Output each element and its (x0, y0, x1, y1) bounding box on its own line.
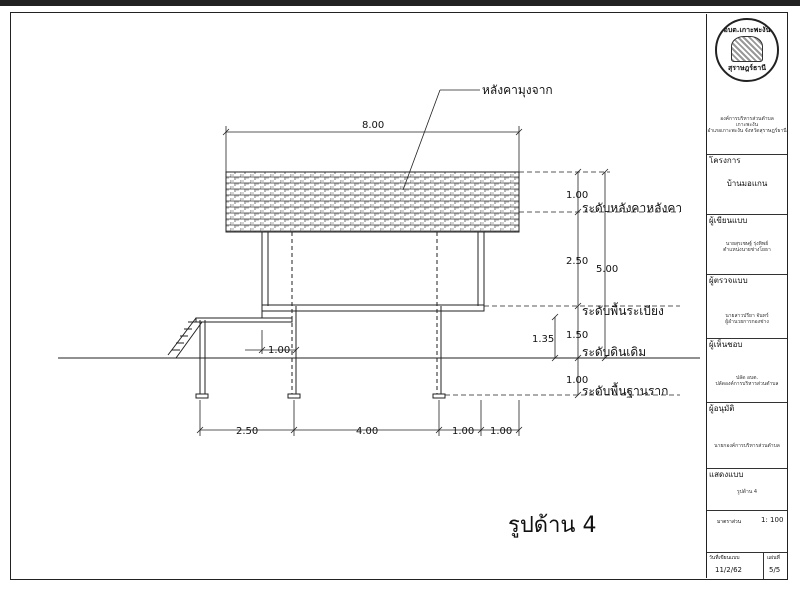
title-block: อบต.เกาะพะงัน สุราษฎร์ธานี องค์การบริหาร… (706, 14, 787, 579)
step-width-dimension (245, 330, 300, 354)
designer-section: ผู้เขียนแบบ นายสุรเชษฐ์ รุ่งทิพย์ ตำแหน่… (707, 214, 787, 274)
bottom-a-label: 2.50 (236, 426, 258, 437)
total-height-label: 5.00 (596, 264, 618, 275)
footing-depth-label: 1.00 (566, 375, 588, 386)
proposer-section: ผู้เห็นชอบ ปลัด อบต. ปลัดองค์การบริหารส่… (707, 338, 787, 402)
step-width-label: 1.00 (268, 345, 290, 356)
deck-height-label: 1.35 (532, 334, 554, 345)
bottom-b-label: 4.00 (356, 426, 378, 437)
approver-section: ผู้อนุมัติ นายกองค์การบริหารส่วนตำบล (707, 402, 787, 468)
proposer-line-2: ปลัดองค์การบริหารส่วนตำบล (715, 381, 779, 387)
designer-header: ผู้เขียนแบบ (709, 216, 748, 225)
roof-level-label: ระดับหลังคาหลังคา (582, 201, 682, 215)
project-name: บ้านมอแกน (726, 179, 768, 188)
top-border-bar (0, 0, 800, 6)
roof-material-label: หลังคามุงจาก (482, 83, 553, 98)
checker-section: ผู้ตรวจแบบ นายสาวปรียา จันทร์ ผู้อำนวยกา… (707, 274, 787, 338)
logo-text-bottom: สุราษฎร์ธานี (727, 64, 767, 72)
roof-leader (402, 89, 480, 191)
logo-text-top: อบต.เกาะพะงัน (723, 26, 771, 34)
roof-width-dimension (222, 126, 523, 172)
scale-section: มาตราส่วน 1: 100 (707, 510, 787, 532)
approver-header: ผู้อนุมัติ (709, 404, 735, 413)
date-sheet-section: วันที่เขียนแบบ แผ่นที่ 11/2/62 5/5 (707, 552, 787, 579)
checker-line-2: ผู้อำนวยการกองช่าง (725, 319, 769, 325)
sheet-no-label: แผ่นที่ (767, 555, 780, 561)
checker-header: ผู้ตรวจแบบ (709, 276, 748, 285)
date-value: 11/2/62 (715, 566, 742, 574)
roof-height-label: 1.00 (566, 190, 588, 201)
posts (199, 232, 485, 395)
logo-emblem-icon (731, 36, 763, 62)
drawing-title: รูปด้าน 4 (508, 513, 596, 538)
sheet-name: รูปด้าน 4 (736, 489, 758, 495)
title-block-header: อบต.เกาะพะงัน สุราษฎร์ธานี องค์การบริหาร… (707, 14, 787, 154)
sheet-header: แสดงแบบ (709, 470, 744, 479)
ground-level-label: ระดับดินเดิม (582, 345, 646, 359)
sheet-section: แสดงแบบ รูปด้าน 4 (707, 468, 787, 510)
designer-line-2: ตำแหน่งนายช่างโยธา (723, 247, 771, 253)
footings (195, 393, 446, 399)
bottom-dimensions (196, 400, 523, 436)
roof-thatch (225, 171, 520, 233)
bottom-d-label: 1.00 (490, 426, 512, 437)
scale-value: 1: 100 (761, 516, 784, 524)
sheet-no-value: 5/5 (769, 566, 781, 574)
floor-deck (195, 304, 485, 323)
proposer-header: ผู้เห็นชอบ (709, 340, 743, 349)
vertical-dimensions (551, 168, 609, 399)
veranda-level-label: ระดับพื้นระเบียง (582, 302, 664, 318)
organization-logo: อบต.เกาะพะงัน สุราษฎร์ธานี (715, 18, 779, 82)
checker-line-1: นายสาวปรียา จันทร์ (725, 313, 769, 319)
scale-label: มาตราส่วน (717, 519, 742, 525)
stairs (167, 317, 203, 359)
org-line-3: อำเภอเกาะพะงัน จังหวัดสุราษฎร์ธานี (707, 128, 787, 134)
level-lines (445, 171, 680, 396)
org-line-1: องค์การบริหารส่วนตำบล (720, 116, 774, 122)
floor-height-label: 1.50 (566, 330, 588, 341)
designer-line-1: นายสุรเชษฐ์ รุ่งทิพย์ (725, 241, 769, 247)
drawing-frame (10, 12, 788, 580)
roof-width-label: 8.00 (362, 120, 384, 131)
project-section: โครงการ บ้านมอแกน (707, 154, 787, 214)
org-line-2: เกาะพะงัน (735, 122, 759, 128)
wall-height-label: 2.50 (566, 256, 588, 267)
foundation-level-label: ระดับพื้นฐานราก (582, 382, 668, 398)
approver-line-1: นายกองค์การบริหารส่วนตำบล (714, 443, 780, 449)
date-label: วันที่เขียนแบบ (709, 555, 740, 561)
project-header: โครงการ (709, 156, 741, 165)
bottom-c-label: 1.00 (452, 426, 474, 437)
proposer-line-1: ปลัด อบต. (735, 375, 759, 381)
